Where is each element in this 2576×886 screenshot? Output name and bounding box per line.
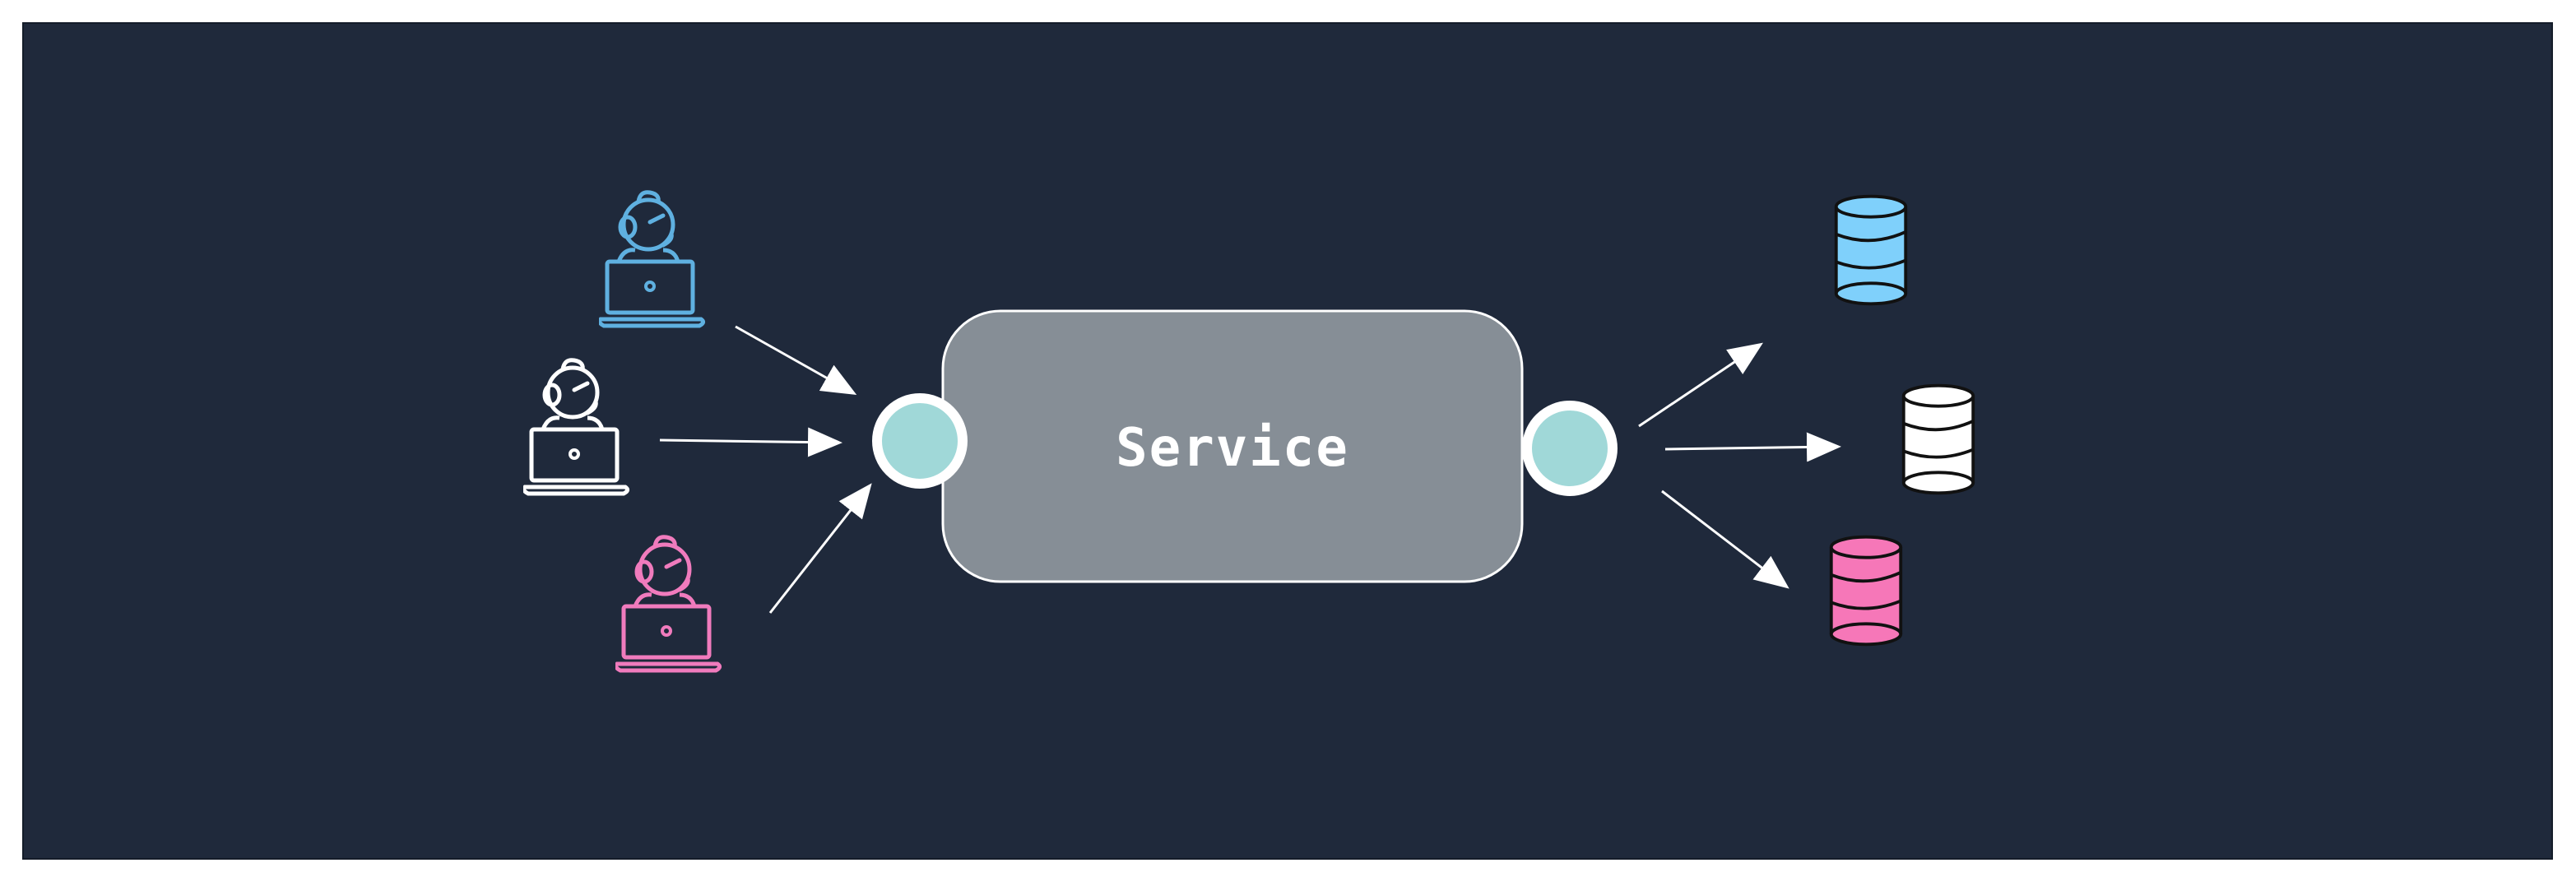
service-label: Service (1116, 418, 1349, 479)
arrow-database-pink (1661, 489, 1789, 589)
client-blue-icon (600, 193, 703, 326)
arrow-database-blue (1638, 342, 1763, 428)
client-white-icon (524, 360, 628, 494)
database-pink-icon (1829, 535, 1903, 647)
arrow-client-blue (735, 325, 857, 395)
input-port (872, 393, 968, 489)
arrow-database-white (1664, 432, 1841, 462)
database-blue-icon (1834, 194, 1908, 306)
database-white-icon (1901, 383, 1975, 495)
client-pink-icon (616, 537, 720, 670)
arrow-client-pink (768, 483, 872, 614)
arrow-client-white (659, 427, 842, 457)
output-port (1522, 401, 1618, 496)
